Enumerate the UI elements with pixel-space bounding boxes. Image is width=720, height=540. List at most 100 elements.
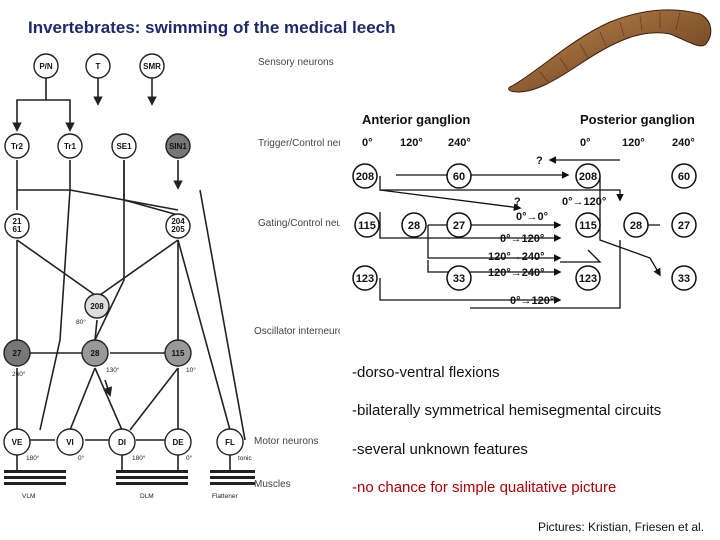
svg-text:Tr1: Tr1 [64,142,77,151]
tonic-label: tonic [238,455,252,462]
svg-text:Tr2: Tr2 [11,142,24,151]
neuron-di: DI [108,428,136,456]
svg-text:123: 123 [356,273,374,285]
ant-neuron-115: 115 [354,212,380,238]
conn-q1: ? [536,155,543,167]
neuron-fl: FL [216,428,244,456]
svg-text:33: 33 [678,273,690,285]
slide-title: Invertebrates: swimming of the medical l… [28,18,396,37]
ant-phase-240: 240° [448,137,471,149]
conn-label-5: 0°→120° [510,295,554,307]
neuron-smr: SMR [139,53,165,79]
neuron-sin1: SIN1 [165,133,191,159]
bullet-unknown-features: -several unknown features [352,441,528,458]
svg-text:208: 208 [579,171,597,183]
svg-text:115: 115 [579,220,597,232]
svg-text:208: 208 [356,171,374,183]
svg-text:27: 27 [678,220,690,232]
neuron-de: DE [164,428,192,456]
neuron-vi: VI [56,428,84,456]
svg-text:27: 27 [453,220,465,232]
svg-text:SE1: SE1 [116,142,132,151]
svg-text:115: 115 [358,220,376,232]
conn-label-0: 0°→120° [562,196,606,208]
label-gating: Gating/Control neurons [258,218,340,229]
svg-text:60: 60 [453,171,465,183]
neuron-tr2: Tr2 [4,133,30,159]
label-motor: Motor neurons [254,436,318,447]
label-sensory: Sensory neurons [258,57,334,68]
ant-neuron-33: 33 [446,265,472,291]
muscle-vlm: VLM [22,493,35,500]
conn-q2: ? [514,196,521,208]
neuron-pn: P/N [33,53,59,79]
post-phase-0: 0° [580,137,591,149]
post-neuron-208: 208 [575,163,601,189]
ant-phase-0: 0° [362,137,373,149]
phase-vi: 0° [78,454,85,462]
svg-text:208: 208 [90,302,104,311]
svg-text:33: 33 [453,273,465,285]
neuron-28: 28 [81,339,109,367]
anterior-header: Anterior ganglion [362,112,470,127]
post-neuron-33: 33 [671,265,697,291]
label-oscillator: Oscillator interneurons [254,326,340,337]
phase-115: 10° [186,366,196,374]
label-muscles: Muscles [254,479,291,490]
conn-label-2: 0°→120° [500,233,544,245]
svg-text:VE: VE [12,438,23,447]
neuron-se1: SE1 [111,133,137,159]
bullet-no-chance: -no chance for simple qualitative pictur… [352,479,617,496]
svg-text:28: 28 [408,220,420,232]
neuron-27: 27 [3,339,31,367]
svg-text:DI: DI [118,438,126,447]
conn-label-3: 120°→240° [488,251,545,263]
post-neuron-115: 115 [575,212,601,238]
neuron-t: T [85,53,111,79]
muscle-flattener: Flattener [212,493,238,500]
svg-text:T: T [96,62,101,71]
phase-ve: 180° [26,454,40,462]
svg-text:DE: DE [172,438,184,447]
ant-phase-120: 120° [400,137,423,149]
svg-text:SIN1: SIN1 [169,142,187,151]
neuron-208: 208 [84,293,110,319]
muscle-bars [4,470,255,485]
svg-text:P/N: P/N [39,62,53,71]
ant-neuron-123: 123 [352,265,378,291]
bullet-hemisegmental: -bilaterally symmetrical hemisegmental c… [352,402,662,419]
label-trigger: Trigger/Control neurons [258,138,340,149]
svg-text:28: 28 [630,220,642,232]
posterior-header: Posterior ganglion [580,112,695,127]
muscle-dlm: DLM [140,493,154,500]
post-phase-120: 120° [622,137,645,149]
picture-credit: Pictures: Kristian, Friesen et al. [538,520,705,534]
circuit-wires [12,78,246,470]
ganglion-diagram: Anterior ganglion Posterior ganglion 0° … [352,112,697,309]
svg-text:27: 27 [13,349,22,358]
post-neuron-28: 28 [623,212,649,238]
svg-text:SMR: SMR [143,62,161,71]
post-phase-240: 240° [672,137,695,149]
swim-circuit-diagram: Sensory neurons Trigger/Control neurons … [3,53,340,500]
phase-di: 180° [132,454,146,462]
leech-image [508,9,712,93]
neuron-ve: VE [3,428,31,456]
post-neuron-60: 60 [671,163,697,189]
neuron-tr1: Tr1 [57,133,83,159]
svg-text:28: 28 [91,349,100,358]
phase-208: 80° [76,318,86,326]
neuron-115: 115 [164,339,192,367]
ant-neuron-60: 60 [446,163,472,189]
phase-de: 0° [186,454,193,462]
ant-neuron-27: 27 [446,212,472,238]
svg-text:VI: VI [66,438,74,447]
svg-text:60: 60 [678,171,690,183]
svg-text:123: 123 [579,273,597,285]
post-neuron-123: 123 [575,265,601,291]
